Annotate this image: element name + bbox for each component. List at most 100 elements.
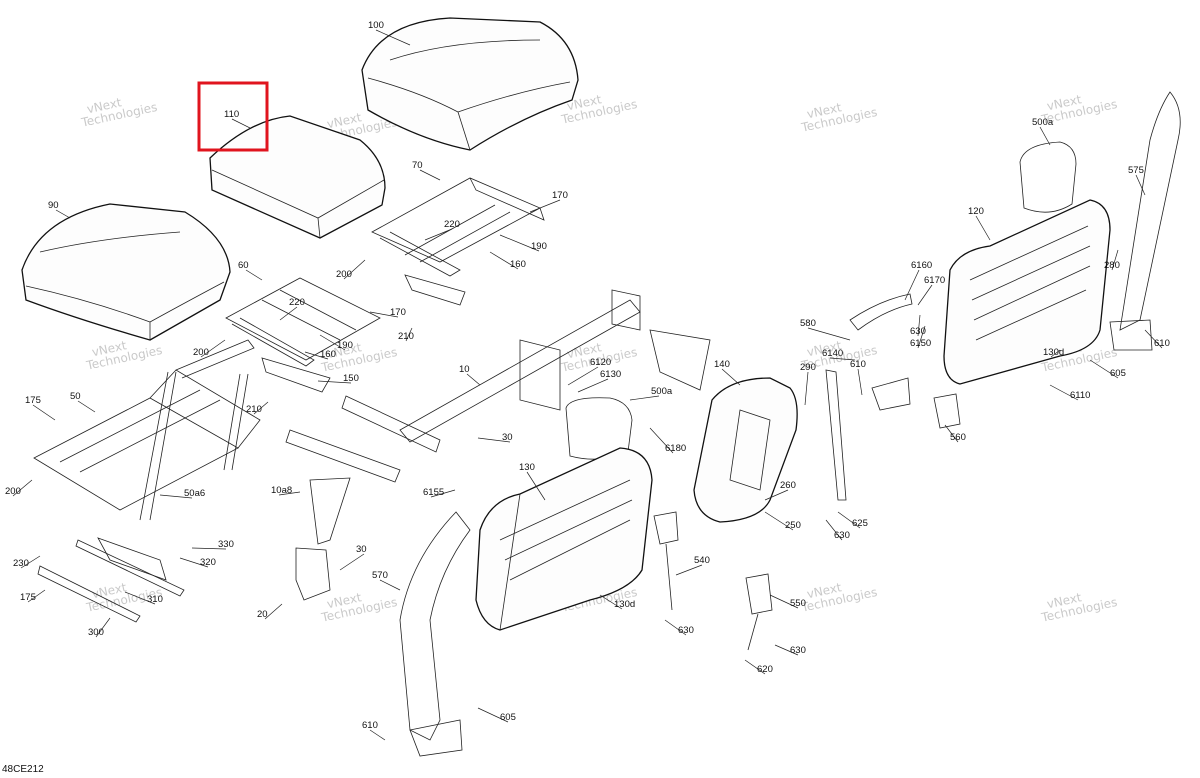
callout-label[interactable]: 130d bbox=[1043, 347, 1064, 358]
callout-label[interactable]: 6130 bbox=[600, 369, 621, 380]
callout-leader bbox=[405, 327, 413, 342]
callout-label[interactable]: 6155 bbox=[423, 487, 444, 498]
callout-label[interactable]: 6140 bbox=[822, 348, 843, 359]
callout-label[interactable]: 620 bbox=[757, 664, 773, 675]
callout-label[interactable]: 200 bbox=[193, 347, 209, 358]
part-540-buckle[interactable] bbox=[653, 511, 679, 611]
part-550-buckle[interactable] bbox=[745, 573, 773, 651]
callout-label[interactable]: 190 bbox=[337, 340, 353, 351]
callout-label[interactable]: 605 bbox=[1110, 368, 1126, 379]
callout-label[interactable]: 190 bbox=[531, 241, 547, 252]
callout-label[interactable]: 210 bbox=[398, 331, 414, 342]
part-110-seat-cushion[interactable] bbox=[209, 115, 386, 239]
part-150-rail-slider[interactable] bbox=[261, 274, 466, 393]
callout-label[interactable]: 175 bbox=[20, 592, 36, 603]
part-130-seat-back[interactable] bbox=[475, 447, 653, 631]
part-580-seat-belt[interactable] bbox=[825, 293, 913, 501]
part-50-seat-base-frame[interactable] bbox=[33, 339, 261, 521]
callout-label[interactable]: 100 bbox=[368, 20, 384, 31]
callout-label[interactable]: 610 bbox=[362, 720, 378, 731]
callout-label[interactable]: 30 bbox=[356, 544, 367, 555]
callout-label[interactable]: 130 bbox=[519, 462, 535, 473]
callout-label[interactable]: 280 bbox=[1104, 260, 1120, 271]
callout-leader bbox=[430, 489, 456, 498]
callout-label[interactable]: 6110 bbox=[1070, 390, 1090, 401]
callout-label[interactable]: 130d bbox=[614, 599, 635, 610]
callout-label[interactable]: 60 bbox=[238, 260, 249, 271]
callout-label[interactable]: 6180 bbox=[665, 443, 686, 454]
callout-label[interactable]: 160 bbox=[510, 259, 526, 270]
callout-label[interactable]: 70 bbox=[412, 160, 423, 171]
callout-label[interactable]: 160 bbox=[320, 349, 336, 360]
callout-leader bbox=[27, 589, 46, 603]
callout-label[interactable]: 20 bbox=[257, 609, 268, 620]
callout-label[interactable]: 6160 bbox=[911, 260, 932, 271]
callout-label[interactable]: 110 bbox=[224, 109, 239, 120]
callout-label[interactable]: 120 bbox=[968, 206, 984, 217]
callout-leader bbox=[744, 659, 766, 675]
part-60-seat-rail-frame[interactable] bbox=[225, 277, 381, 367]
part-570-seat-belt[interactable] bbox=[399, 511, 471, 757]
callout-label[interactable]: 90 bbox=[48, 200, 59, 211]
part-140-seat-back-cover[interactable] bbox=[693, 377, 798, 523]
callout-leader bbox=[375, 29, 411, 46]
callout-label[interactable]: 625 bbox=[852, 518, 868, 529]
callout-label[interactable]: 320 bbox=[200, 557, 216, 568]
part-120-seat-back[interactable] bbox=[943, 199, 1111, 385]
callout-label[interactable]: 500a bbox=[651, 386, 673, 397]
part-100-seat-cushion[interactable] bbox=[361, 17, 579, 151]
callout-label[interactable]: 6170 bbox=[924, 275, 945, 286]
callout-label[interactable]: 500a bbox=[1032, 117, 1054, 128]
callout-label[interactable]: 170 bbox=[552, 190, 568, 201]
callout-label[interactable]: 290 bbox=[800, 362, 816, 373]
callout-label[interactable]: 250 bbox=[785, 520, 801, 531]
callout-label[interactable]: 560 bbox=[950, 432, 966, 443]
callout-label[interactable]: 220 bbox=[444, 219, 460, 230]
callout-label[interactable]: 200 bbox=[336, 269, 352, 280]
part-560-cover[interactable] bbox=[933, 393, 961, 429]
callout-label[interactable]: 140 bbox=[714, 359, 730, 370]
callout-label[interactable]: 610 bbox=[1154, 338, 1170, 349]
callout-label[interactable]: 210 bbox=[246, 404, 262, 415]
callout-leader bbox=[917, 284, 933, 306]
callout-label[interactable]: 260 bbox=[780, 480, 796, 491]
callout-label[interactable]: 220 bbox=[289, 297, 305, 308]
callout-leader bbox=[20, 555, 41, 569]
callout-leader bbox=[279, 306, 298, 321]
callout-label[interactable]: 6120 bbox=[590, 357, 611, 368]
callout-label[interactable]: 150 bbox=[343, 373, 359, 384]
callout-leader bbox=[489, 251, 519, 270]
callout-label[interactable]: 175 bbox=[25, 395, 41, 406]
callout-label[interactable]: 630 bbox=[910, 326, 926, 337]
callout-label[interactable]: 605 bbox=[500, 712, 516, 723]
callout-label[interactable]: 630 bbox=[790, 645, 806, 656]
callout-label[interactable]: 575 bbox=[1128, 165, 1144, 176]
callout-label[interactable]: 330 bbox=[218, 539, 234, 550]
callout-label[interactable]: 170 bbox=[390, 307, 406, 318]
callout-label[interactable]: 6150 bbox=[910, 338, 931, 349]
part-90-seat-cushion[interactable] bbox=[21, 203, 231, 341]
callout-label[interactable]: 570 bbox=[372, 570, 388, 581]
callout-label[interactable]: 10 bbox=[459, 364, 470, 375]
callout-label[interactable]: 10a8 bbox=[271, 485, 292, 496]
callout-label[interactable]: 50 bbox=[70, 391, 81, 402]
callout-label[interactable]: 50a6 bbox=[184, 488, 205, 499]
callout-label[interactable]: 310 bbox=[147, 594, 163, 605]
callout-label[interactable]: 610 bbox=[850, 359, 866, 370]
callout-leader bbox=[825, 519, 843, 541]
part-300-rail[interactable] bbox=[37, 537, 185, 623]
part-575-seat-belt[interactable] bbox=[1109, 91, 1181, 351]
callout-label[interactable]: 580 bbox=[800, 318, 816, 329]
callout-label[interactable]: 630 bbox=[678, 625, 694, 636]
part-20-bracket[interactable] bbox=[295, 547, 331, 601]
part-10-main-frame[interactable] bbox=[285, 289, 711, 545]
callout-label[interactable]: 540 bbox=[694, 555, 710, 566]
callout-label[interactable]: 200 bbox=[5, 486, 21, 497]
callout-label[interactable]: 550 bbox=[790, 598, 806, 609]
callout-label[interactable]: 630 bbox=[834, 530, 850, 541]
callout-label[interactable]: 300 bbox=[88, 627, 104, 638]
callout-leader bbox=[339, 553, 365, 571]
callout-label[interactable]: 30 bbox=[502, 432, 513, 443]
callout-label[interactable]: 230 bbox=[13, 558, 29, 569]
